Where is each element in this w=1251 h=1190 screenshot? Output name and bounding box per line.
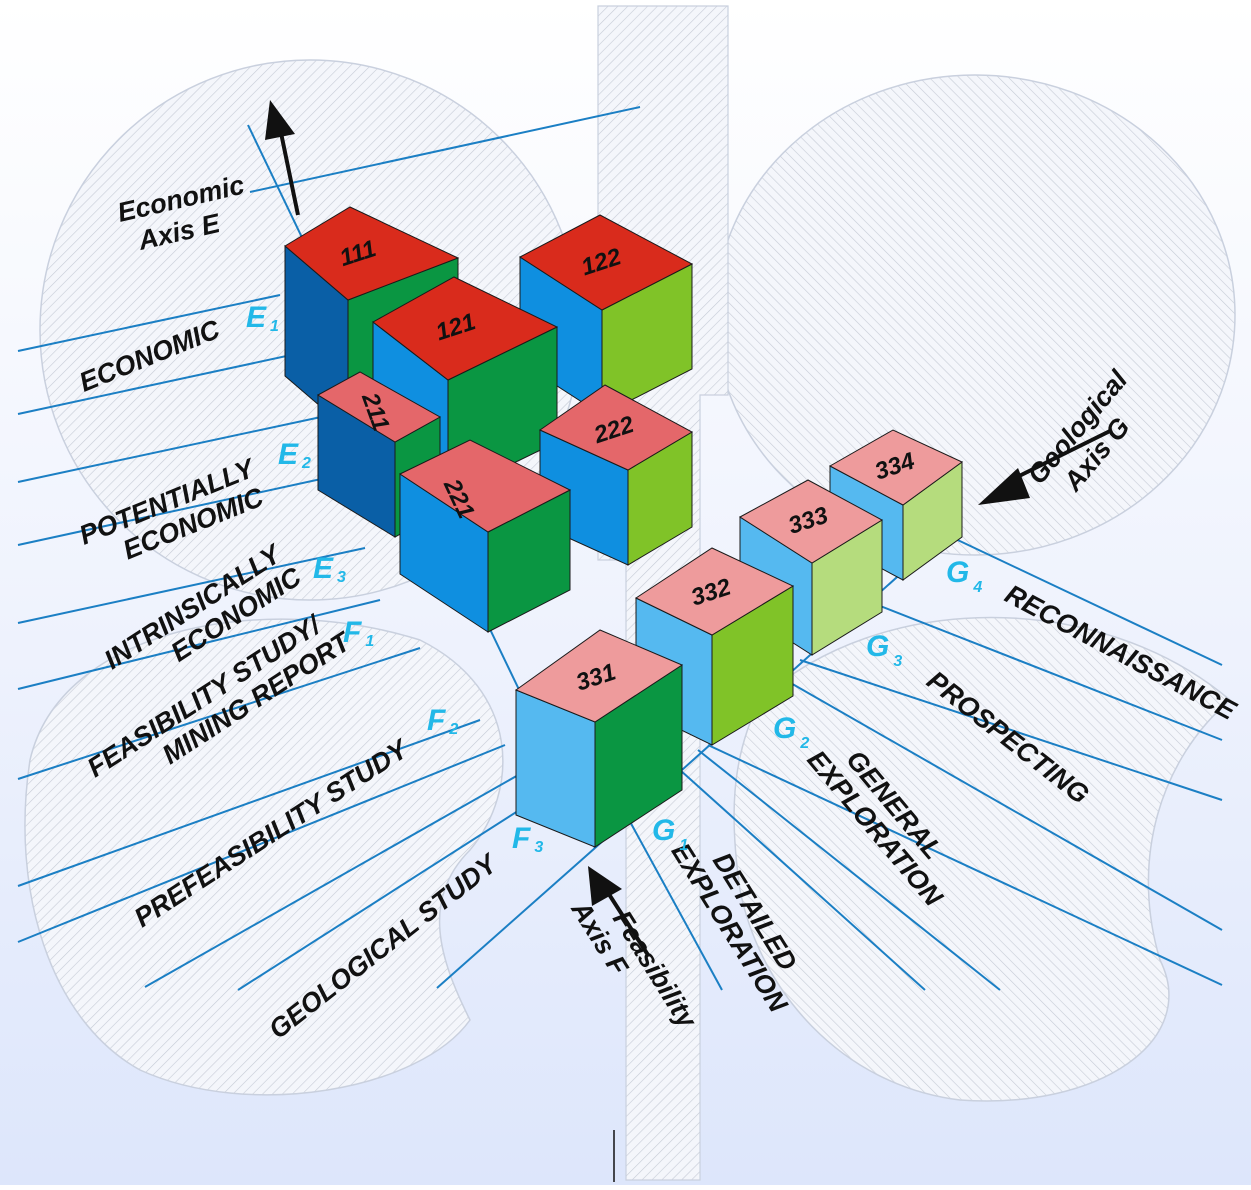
- cube-top-face: [284, 206, 460, 301]
- cube-top-face: [634, 547, 795, 636]
- cube-top-face: [538, 384, 694, 471]
- cube-122: 122: [519, 214, 694, 416]
- cube-222: 222: [538, 384, 694, 566]
- cube-top-face: [739, 479, 884, 564]
- cube-top-face: [519, 214, 694, 311]
- axis-arrows: [265, 100, 1113, 957]
- cube-top-face: [317, 371, 442, 443]
- cube-top-face: [398, 439, 572, 533]
- feasibility-axis-arrow-icon: [588, 866, 622, 906]
- economic-axis-arrow-icon: [265, 100, 295, 140]
- cube-top-face: [828, 429, 963, 506]
- cube-331: 331: [514, 629, 684, 848]
- cube-top-face: [372, 276, 559, 381]
- geological-axis-arrow-icon: [978, 468, 1030, 505]
- cube-221: 221: [398, 439, 572, 633]
- cube-top-face: [514, 629, 684, 723]
